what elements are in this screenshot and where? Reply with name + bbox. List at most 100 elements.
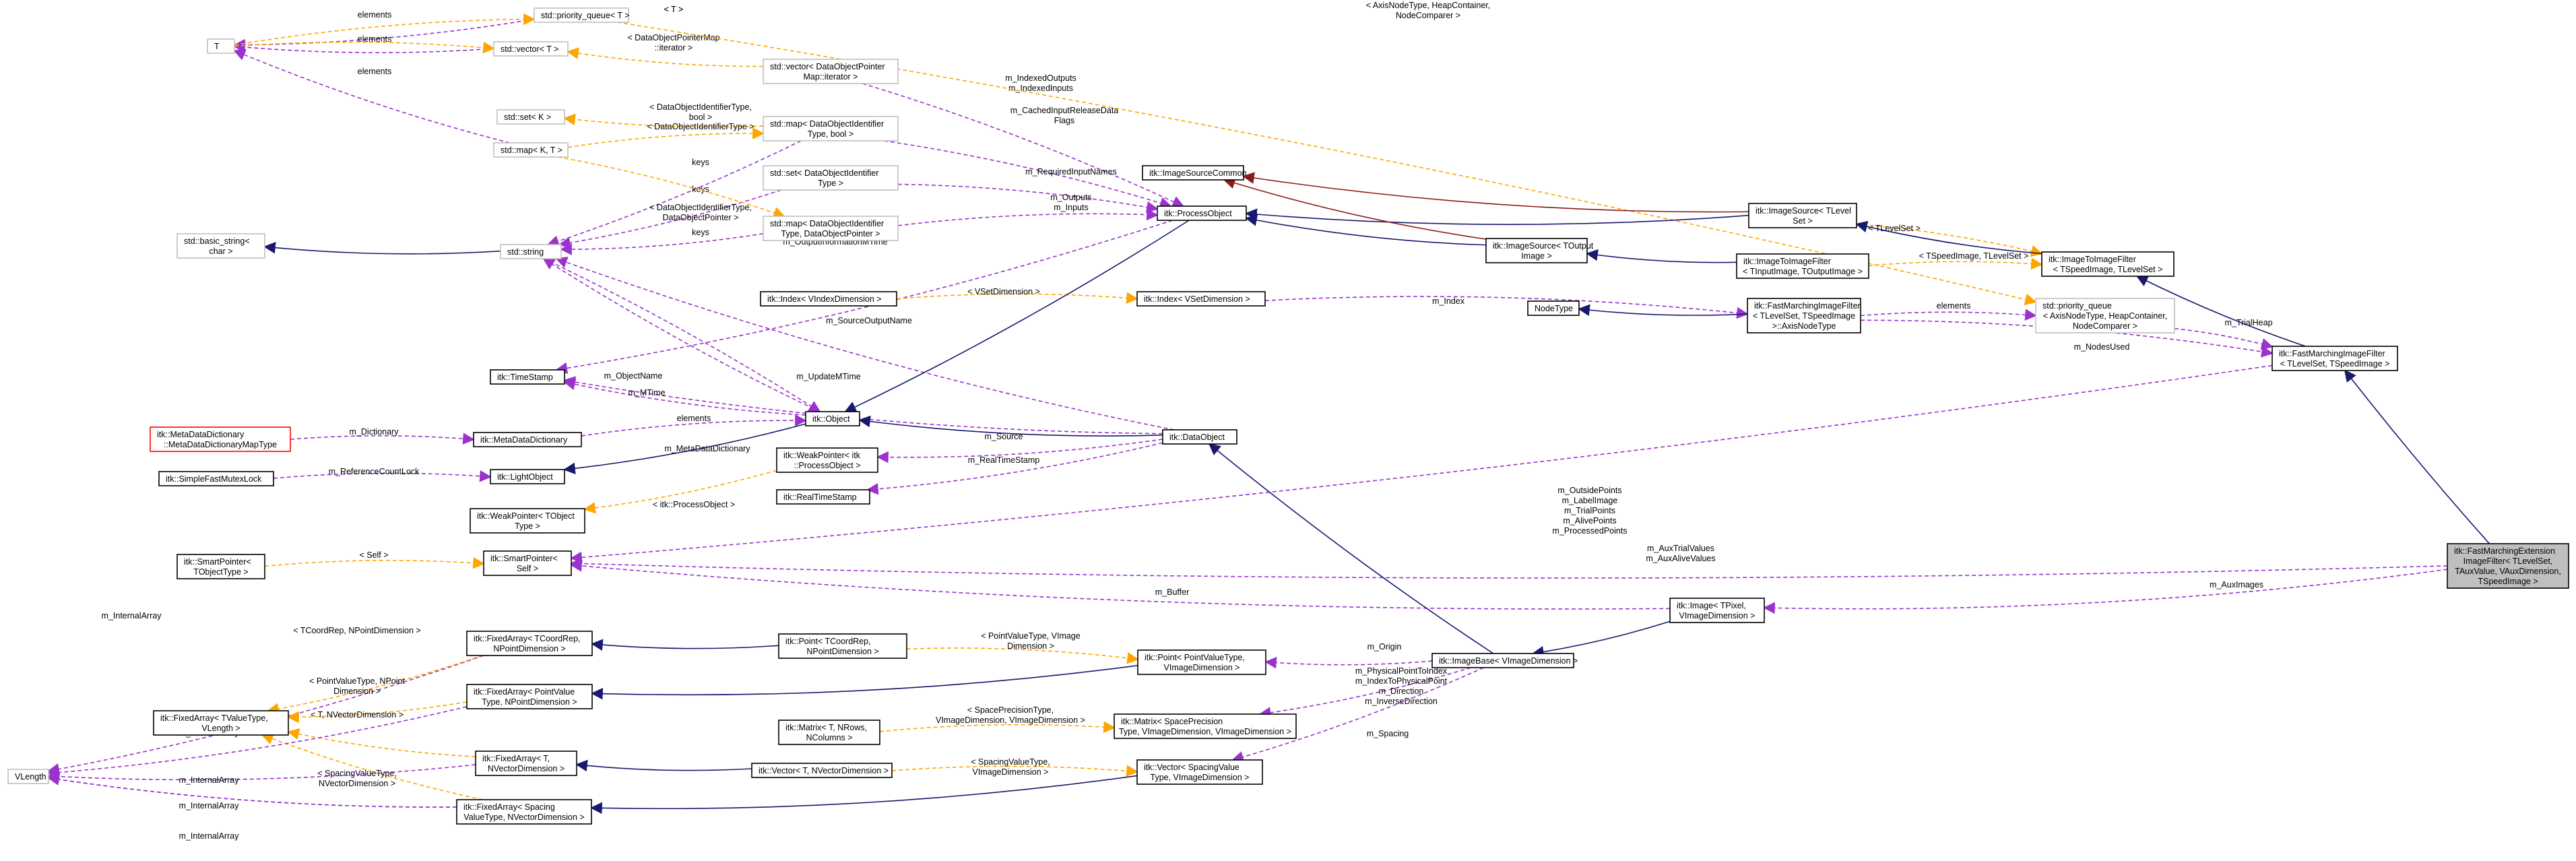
edge-label-line: < Self > (359, 550, 388, 560)
class-node-index-vset[interactable]: itk::Index< VSetDimension > (1136, 291, 1266, 307)
edge-label-line: m_MTime (628, 388, 665, 397)
class-node-map-k-t[interactable]: std::map< K, T > (493, 142, 569, 158)
class-node-label: Type, NPointDimension > (482, 697, 577, 707)
class-node-label: std::vector< T > (501, 44, 558, 54)
class-node-timestamp[interactable]: itk::TimeStamp (490, 369, 565, 385)
class-node-label: itk::Index< VIndexDimension > (767, 294, 882, 304)
class-node-set-k[interactable]: std::set< K > (496, 109, 565, 125)
class-node-string[interactable]: std::string (500, 244, 562, 259)
edge-label-line: elements (677, 414, 711, 423)
class-node-box (1485, 238, 1588, 263)
class-node-set-doid[interactable]: std::set< DataObjectIdentifierType > (763, 165, 899, 191)
class-node-smartpointer-t[interactable]: itk::SmartPointer<TObjectType > (176, 554, 265, 579)
edge-label-line: DataObjectPointer > (663, 213, 739, 222)
class-node-imagetoimagefilter-tin[interactable]: itk::ImageToImageFilter< TInputImage, TO… (1736, 253, 1869, 279)
class-node-fixedarray-tvalue[interactable]: itk::FixedArray< TValueType,VLength > (153, 710, 289, 736)
class-node-box (500, 244, 562, 259)
class-node-vector-t[interactable]: std::vector< T > (493, 41, 569, 57)
class-node-box (1114, 713, 1297, 739)
class-node-imagebase[interactable]: itk::ImageBase< VImageDimension > (1431, 653, 1578, 668)
class-node-priority-queue-t[interactable]: std::priority_queue< T > (534, 7, 630, 23)
class-node-vector-spacing[interactable]: itk::Vector< SpacingValueType, VImageDim… (1136, 759, 1263, 785)
class-node-map-doid-bool[interactable]: std::map< DataObjectIdentifierType, bool… (763, 116, 899, 141)
class-node-label: itk::SmartPointer< (184, 557, 251, 567)
edge-inherit-Image_TPixel-to-ImageBase (1532, 620, 1671, 658)
class-node-smartpointer-self[interactable]: itk::SmartPointer<Self > (483, 550, 572, 576)
class-node-image-tpixel[interactable]: itk::Image< TPixel,VImageDimension > (1669, 598, 1765, 623)
class-node-box (1527, 300, 1580, 316)
class-node-realtimestamp[interactable]: itk::RealTimeStamp (776, 489, 870, 505)
edge-label-line: m_Outputs (1050, 193, 1091, 202)
class-node-t[interactable]: T (207, 38, 235, 54)
class-node-label: NodeComparer > (2073, 321, 2137, 331)
class-node-fmif[interactable]: itk::FastMarchingImageFilter< TLevelSet,… (2272, 346, 2398, 371)
edge-label: < SpacePrecisionType,VImageDimension, VI… (936, 705, 1085, 725)
class-node-label: Image > (1521, 251, 1552, 261)
class-node-label: itk::Point< TCoordRep, (785, 637, 871, 646)
class-node-metadatadictmap[interactable]: itk::MetaDataDictionary::MetaDataDiction… (150, 426, 291, 452)
class-node-point-pointvalue[interactable]: itk::Point< PointValueType,VImageDimensi… (1137, 649, 1266, 675)
class-node-dataobject[interactable]: itk::DataObject (1162, 429, 1237, 445)
class-node-object[interactable]: itk::Object (805, 411, 860, 426)
class-node-fixedarray-pointvalue[interactable]: itk::FixedArray< PointValueType, NPointD… (466, 684, 593, 709)
class-node-matrix-t[interactable]: itk::Matrix< T, NRows,NColumns > (778, 720, 880, 745)
edge-label-line: < T > (664, 5, 684, 14)
class-node-box (760, 291, 897, 307)
edge-usage-FMEIF-to-Image_TPixel (1763, 569, 2448, 614)
edge-label-line: m_Dictionary (350, 427, 399, 437)
edge-inherit-ImageBase-to-DataObject (1208, 443, 1494, 654)
class-node-label: std::string (507, 247, 544, 257)
class-node-box (2041, 251, 2175, 277)
class-node-imagesource-tlevelset[interactable]: itk::ImageSource< TLevelSet > (1748, 203, 1857, 228)
class-node-box (534, 7, 629, 23)
edge-inherit-FMEIF-to-FMIF (2344, 369, 2490, 544)
class-node-box (153, 710, 289, 736)
class-node-label: VLength > (201, 724, 240, 733)
edge-label-line: < TSpeedImage, TLevelSet > (1919, 251, 2029, 261)
class-node-weakpointer-t[interactable]: itk::WeakPointer< TObjectType > (470, 508, 585, 534)
edge-label-line: m_RequiredInputNames (1025, 167, 1117, 177)
class-node-label: itk::DataObject (1169, 433, 1225, 442)
class-node-label: Type, DataObjectPointer > (781, 229, 880, 238)
class-node-vlength[interactable]: VLength (7, 769, 49, 784)
edge-inherit-ProcessObject-to-Object (844, 220, 1190, 413)
class-node-vector-dopmap-it[interactable]: std::vector< DataObjectPointerMap::itera… (763, 59, 899, 84)
class-node-lightobject[interactable]: itk::LightObject (490, 469, 565, 484)
class-node-label: VLength (15, 772, 46, 782)
class-node-basic-string[interactable]: std::basic_string<char > (176, 233, 265, 259)
class-node-fixedarray-t-nvec[interactable]: itk::FixedArray< T,NVectorDimension > (475, 751, 577, 776)
class-node-fixedarray-spacing[interactable]: itk::FixedArray< SpacingValueType, NVect… (456, 799, 592, 825)
edge-label-line: m_PhysicalPointToIndex (1355, 666, 1448, 676)
class-node-pq-axis[interactable]: std::priority_queue< AxisNodeType, HeapC… (2035, 298, 2175, 333)
class-node-metadatadictionary[interactable]: itk::MetaDataDictionary (473, 432, 582, 447)
edge-inherit-ImageSource_TOutput-to-ProcessObject (1245, 214, 1487, 246)
edge-template-map_K_T-to-map_doid_dop (557, 156, 785, 219)
class-node-point-tcoord[interactable]: itk::Point< TCoordRep,NPointDimension > (778, 633, 907, 659)
edge-usage-FixedArray_Spacing-to-VLength (47, 773, 457, 808)
class-node-imagesourcecommon[interactable]: itk::ImageSourceCommon (1142, 165, 1247, 181)
class-node-nodetype[interactable]: NodeType (1527, 300, 1580, 316)
edge-label: m_Index (1432, 296, 1465, 306)
class-node-box (776, 489, 870, 505)
class-node-simplefastmutexlock[interactable]: itk::SimpleFastMutexLock (158, 471, 274, 486)
edge-template-Index_VIndex-to-Index_VSet (896, 292, 1138, 305)
class-node-map-doid-dop[interactable]: std::map< DataObjectIdentifierType, Data… (763, 216, 899, 241)
class-node-matrix-space[interactable]: itk::Matrix< SpacePrecisionType, VImageD… (1114, 713, 1297, 739)
edge-label-line: m_InverseDirection (1365, 697, 1438, 706)
class-node-fixedarray-tcoord[interactable]: itk::FixedArray< TCoordRep,NPointDimensi… (466, 631, 593, 656)
edge-label: < T, NVectorDimension > (311, 710, 404, 720)
class-node-processobject[interactable]: itk::ProcessObject (1157, 205, 1247, 221)
class-node-vector-t[interactable]: itk::Vector< T, NVectorDimension > (751, 763, 893, 778)
class-node-label: < TSpeedImage, TLevelSet > (2053, 265, 2163, 274)
class-node-label: itk::MetaDataDictionary (480, 435, 568, 445)
class-node-imagetoimagefilter-tspeed[interactable]: itk::ImageToImageFilter< TSpeedImage, TL… (2041, 251, 2175, 277)
class-node-fmif-axisnode[interactable]: itk::FastMarchingImageFilter< TLevelSet,… (1747, 298, 1861, 333)
edge-label: m_UpdateMTime (796, 372, 860, 381)
class-node-weakpointer-po[interactable]: itk::WeakPointer< itk::ProcessObject > (776, 447, 878, 473)
edge-usage-map_K_T-to-T (233, 49, 510, 144)
class-node-index-vindex[interactable]: itk::Index< VIndexDimension > (760, 291, 897, 307)
class-node-imagesource-toutput[interactable]: itk::ImageSource< TOutputImage > (1485, 238, 1594, 263)
edge-label-line: < VSetDimension > (967, 287, 1040, 296)
